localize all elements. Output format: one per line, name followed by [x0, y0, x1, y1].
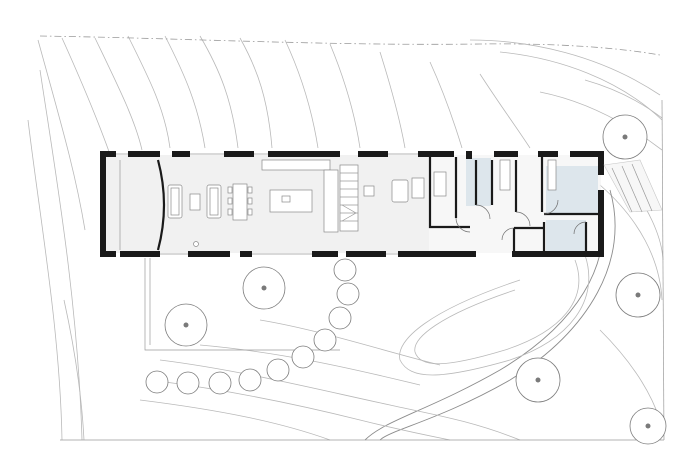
coffee-table [189, 193, 201, 211]
side-table [363, 185, 375, 197]
living-floor [104, 155, 429, 253]
tree-icon [242, 266, 286, 310]
door-swing-icon [455, 199, 587, 241]
bathroom-1 [466, 158, 491, 206]
sofa-icon [391, 179, 409, 203]
kitchen-island-icon [269, 189, 313, 213]
tree-icon [615, 272, 661, 318]
bathroom-3 [546, 220, 586, 253]
sofa-icon [167, 184, 183, 219]
dining-table-icon [227, 183, 253, 221]
sofa-icon [206, 184, 222, 219]
stove-icon [193, 241, 199, 247]
tree-icon [164, 303, 208, 347]
stair-icon [339, 164, 359, 232]
house-floor-plan [100, 151, 663, 257]
kitchen-counter-east [323, 169, 339, 233]
kitchen-counter [261, 159, 331, 171]
tree-icon [515, 357, 561, 403]
tree-icon [629, 407, 667, 445]
armchair [411, 177, 425, 199]
tree-icon [602, 114, 648, 160]
hedge [145, 258, 360, 395]
trees [145, 114, 667, 445]
